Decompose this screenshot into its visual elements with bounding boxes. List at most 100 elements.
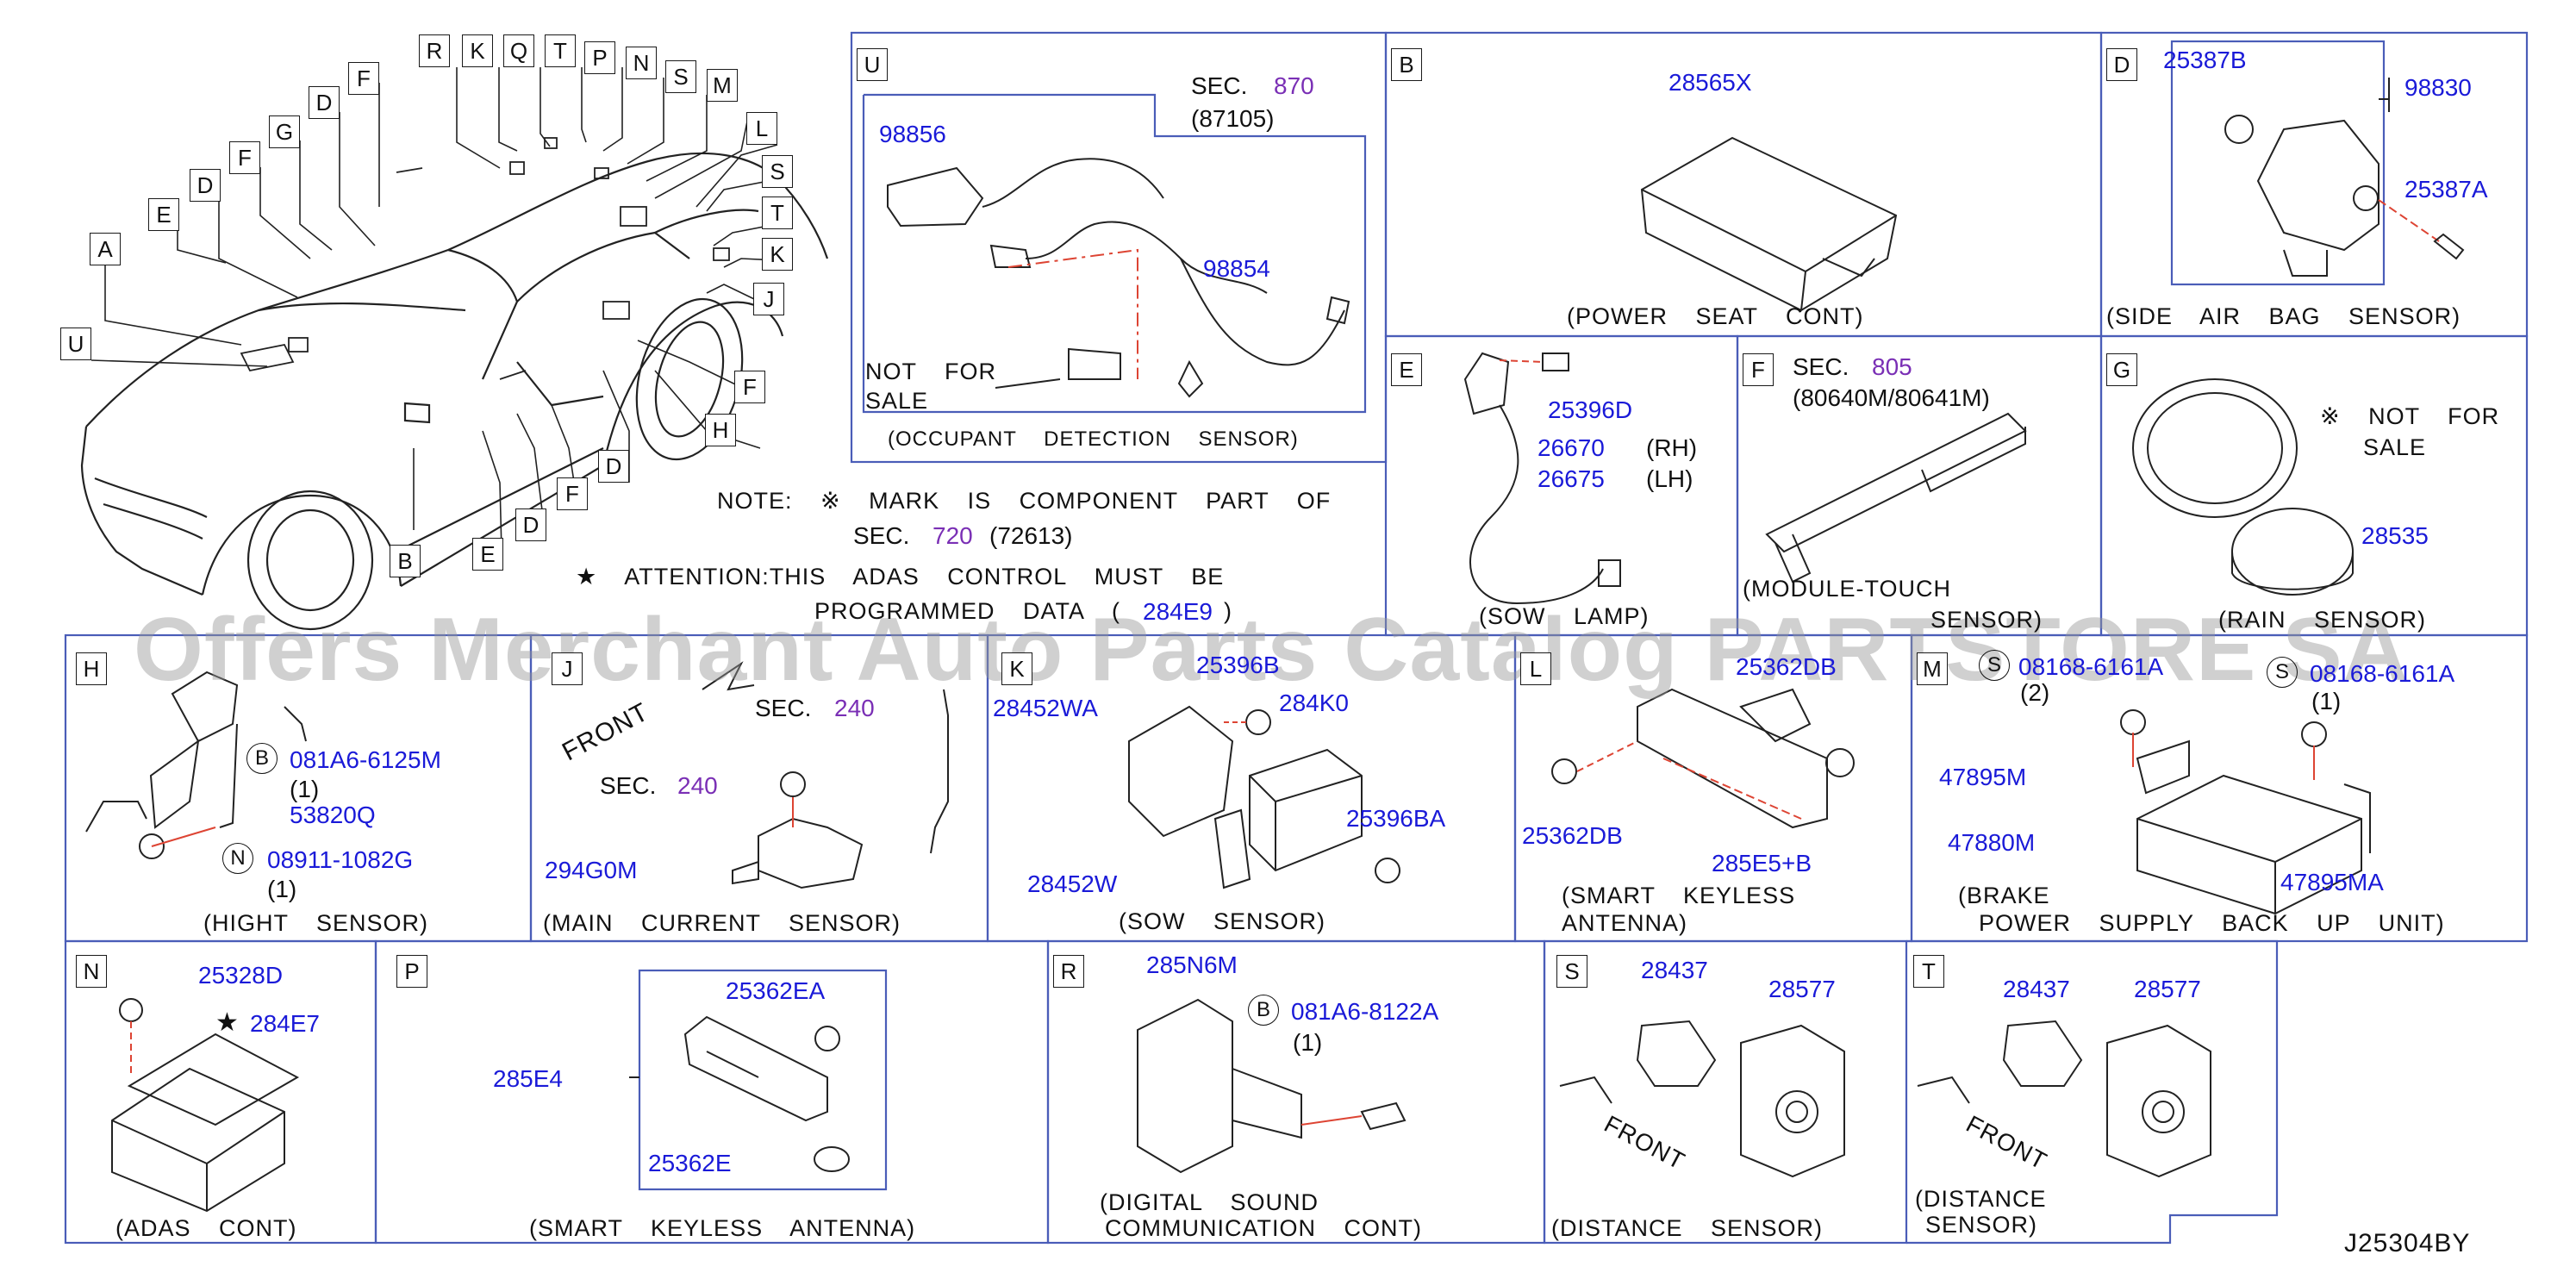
panel-h-nut-mark: N [222,843,253,874]
panel-n-part-284e7[interactable]: 284E7 [250,1010,320,1037]
panel-h-nut-qty: (1) [267,876,297,902]
panel-l-part-25362db[interactable]: 25362DB [1522,822,1623,849]
panel-h-bolt-part[interactable]: 081A6-6125M [290,746,441,773]
callout-d3[interactable]: D [598,450,629,483]
digital-sound-cont-drawing [1137,998,1407,1174]
callout-e2[interactable]: E [472,538,503,571]
panel-g-not-for: ※ NOT FOR [2320,403,2500,429]
callout-f2[interactable]: F [229,141,260,174]
panel-b-part-28565x[interactable]: 28565X [1668,69,1752,96]
panel-s-part-28577[interactable]: 28577 [1768,976,1836,1002]
callout-f4[interactable]: F [557,477,588,510]
panel-e-part-26675[interactable]: 26675 [1537,465,1605,492]
callout-d4[interactable]: D [515,508,546,541]
panel-s-part-28437[interactable]: 28437 [1641,957,1708,983]
callout-b[interactable]: B [390,545,421,577]
brake-power-supply-drawing [2120,709,2371,915]
distance-sensor-t-drawing [1917,1020,2211,1178]
panel-f-sec-label: SEC. [1793,353,1849,380]
callout-u[interactable]: U [60,328,91,360]
panel-m-bolt2-part[interactable]: 08168-6161A [2310,660,2455,687]
panel-e-lh: (LH) [1646,465,1693,492]
callout-s[interactable]: S [665,60,696,93]
panel-f-caption2: SENSOR) [1930,607,2043,633]
panel-j-part-294g0m[interactable]: 294G0M [545,857,638,883]
panel-g-part-28535[interactable]: 28535 [2361,522,2429,549]
callout-k[interactable]: K [462,34,493,67]
occupant-sensor-drawing [887,158,1350,398]
callout-m[interactable]: M [707,69,738,102]
panel-t-caption1: (DISTANCE [1915,1186,2047,1212]
panel-p-part-25362e[interactable]: 25362E [648,1150,732,1176]
panel-l-part-25362db-top[interactable]: 25362DB [1736,653,1837,680]
callout-j[interactable]: J [753,283,784,315]
callout-l[interactable]: L [746,112,777,145]
panel-p-caption: (SMART KEYLESS ANTENNA) [529,1215,916,1241]
note-sec-num: 720 [932,522,973,549]
panel-r-caption2: COMMUNICATION CONT) [1105,1215,1422,1241]
note-sec-ref: (72613) [989,522,1073,549]
panel-h-bolt-mark: B [246,743,278,774]
side-airbag-sensor-drawing [2224,78,2465,277]
panel-p-part-25362ea[interactable]: 25362EA [726,977,826,1004]
panel-h-nut-part[interactable]: 08911-1082G [267,846,414,873]
panel-r-part-285n6m[interactable]: 285N6M [1146,951,1238,978]
callout-r[interactable]: R [419,34,450,67]
panel-d-caption: (SIDE AIR BAG SENSOR) [2106,303,2461,329]
callout-h[interactable]: H [705,414,736,446]
panel-t-part-28577[interactable]: 28577 [2134,976,2201,1002]
panel-m-part-47895ma[interactable]: 47895MA [2280,869,2384,895]
panel-k-part-28452wa[interactable]: 28452WA [993,695,1098,721]
panel-k-part-25396ba[interactable]: 25396BA [1346,805,1446,832]
callout-t2[interactable]: T [762,197,793,229]
callout-d2[interactable]: D [190,169,221,202]
car-components [240,137,730,380]
callout-n[interactable]: N [626,47,657,79]
panel-m-bolt1-qty: (2) [2020,679,2050,706]
sow-lamp-drawing [1463,352,1621,605]
callout-f[interactable]: F [348,62,379,95]
panel-e-part-26670[interactable]: 26670 [1537,434,1605,461]
panel-s-caption: (DISTANCE SENSOR) [1551,1215,1824,1241]
panel-t-part-28437[interactable]: 28437 [2003,976,2070,1002]
callout-t[interactable]: T [545,34,576,67]
panel-u-part-98856[interactable]: 98856 [879,121,946,147]
callout-e[interactable]: E [148,198,179,231]
panel-u-part-98854[interactable]: 98854 [1203,255,1270,282]
adas-cont-drawing [111,998,300,1213]
sow-sensor-drawing [1128,705,1400,889]
panel-d-part-25387a[interactable]: 25387A [2404,176,2488,203]
note-sec-label: SEC. [853,522,910,549]
panel-r-bolt-part[interactable]: 081A6-8122A [1291,998,1439,1025]
callout-d[interactable]: D [309,86,340,119]
panel-d-part-25387b[interactable]: 25387B [2163,47,2247,73]
panel-e-letter: E [1391,353,1422,386]
panel-h-part-53820q[interactable]: 53820Q [290,802,376,828]
callout-g[interactable]: G [269,115,300,148]
panel-f-sec-ref: (80640M/80641M) [1793,384,1990,411]
panel-k-part-28452w[interactable]: 28452W [1027,870,1118,897]
panel-n-part-25328d[interactable]: 25328D [198,962,284,989]
panel-b-letter: B [1391,48,1422,81]
panel-m-bolt1-part[interactable]: 08168-6161A [2018,653,2164,680]
panel-k-part-25396b[interactable]: 25396B [1196,652,1280,678]
panel-m-part-47880m[interactable]: 47880M [1948,829,2036,856]
callout-k2[interactable]: K [762,238,793,271]
panel-e-rh: (RH) [1646,434,1698,461]
panel-k-part-284k0[interactable]: 284K0 [1279,689,1349,716]
panel-d-part-98830[interactable]: 98830 [2404,74,2472,101]
callout-a[interactable]: A [90,233,121,265]
callout-s2[interactable]: S [762,155,793,188]
panel-m-part-47895m[interactable]: 47895M [1939,764,2027,790]
callout-p[interactable]: P [584,41,615,74]
panel-e-part-25396d[interactable]: 25396D [1548,396,1633,423]
note-line1: NOTE: ※ MARK IS COMPONENT PART OF [717,488,1332,514]
callout-f3[interactable]: F [734,371,765,403]
panel-g-letter: G [2106,353,2137,386]
panel-p-part-285e4[interactable]: 285E4 [493,1065,563,1092]
panel-l-part-285e5b[interactable]: 285E5+B [1712,850,1812,877]
panel-m-bolt1-mark: S [1979,650,2010,681]
callout-q[interactable]: Q [503,34,534,67]
panel-u-sec-label: SEC. [1191,72,1248,99]
panel-u-not-for: NOT FOR [865,359,996,384]
